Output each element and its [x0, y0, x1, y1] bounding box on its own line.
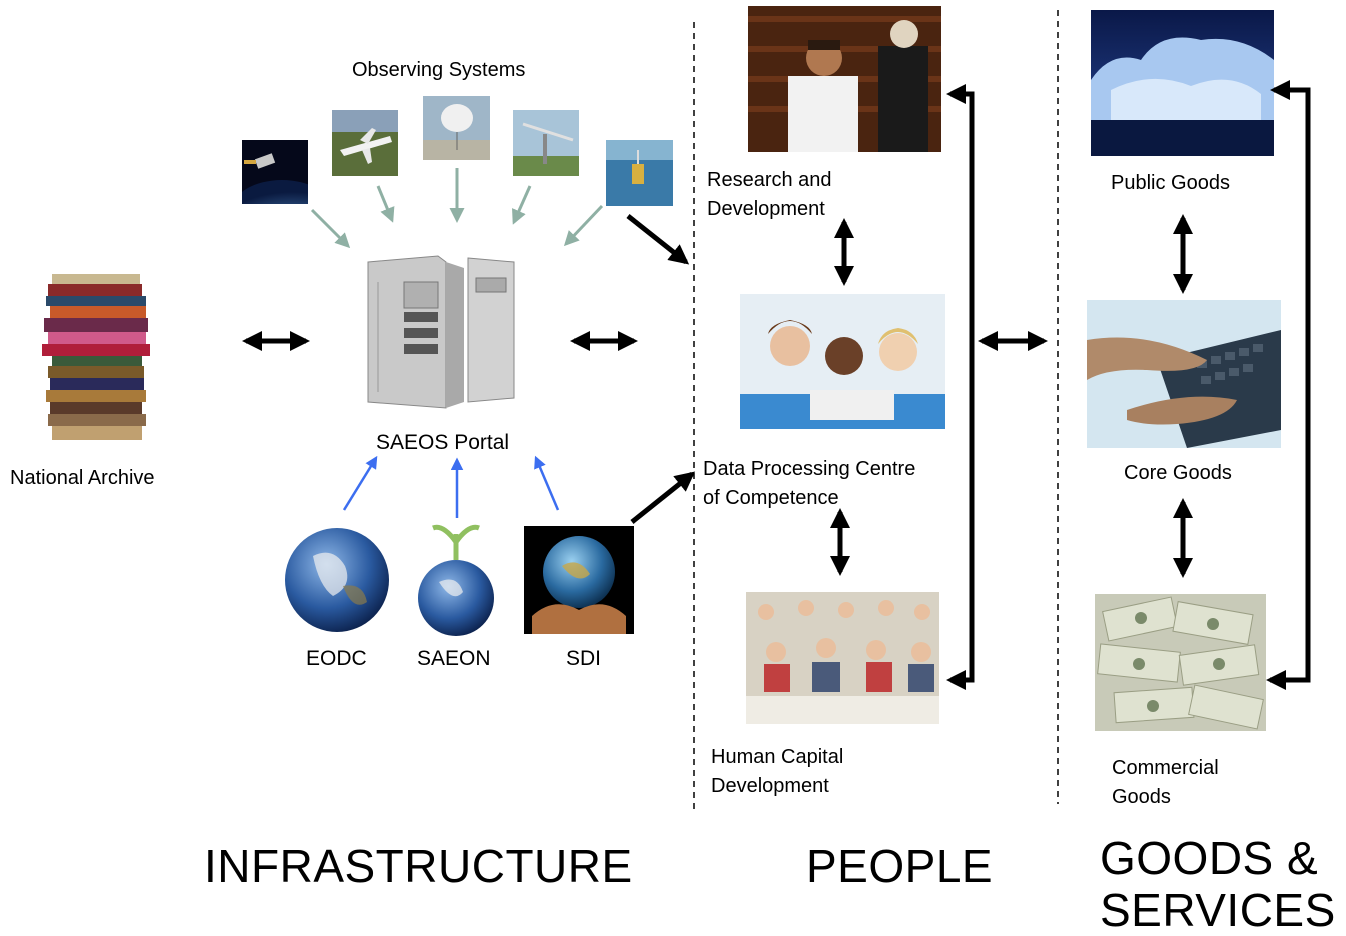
arrow-aircraft-portal: [376, 185, 395, 223]
commercial-goods-label: Commercial Goods: [1112, 757, 1219, 808]
data-processing-photo: [740, 294, 945, 429]
saeon-label: SAEON: [417, 647, 491, 670]
eodc-label: EODC: [306, 647, 367, 670]
section-goods-label: GOODS & SERVICES: [1100, 832, 1336, 936]
ocean-buoy-photo: [606, 140, 673, 206]
section-infrastructure-label: INFRASTRUCTURE: [204, 840, 633, 892]
balloon-photo: [423, 96, 490, 160]
research-label: Research and Development: [707, 169, 832, 220]
arrow-eodc-portal: [342, 455, 378, 511]
core-goods-label: Core Goods: [1124, 462, 1232, 484]
sdi-label: SDI: [566, 647, 602, 670]
server-picture: [364, 252, 518, 412]
sdi-globe-picture: [524, 526, 634, 634]
satellite-photo: [242, 140, 308, 204]
research-photo: [748, 6, 941, 152]
arrow-tower-portal: [512, 185, 532, 225]
national-archive-label: National Archive: [10, 467, 155, 489]
money-photo: [1095, 594, 1266, 731]
human-capital-photo: [746, 592, 939, 724]
arrow-buoy-portal: [563, 204, 604, 247]
iceberg-photo: [1091, 10, 1274, 156]
arrow-sdi-portal: [534, 455, 560, 511]
arrow-buoy-people: [626, 214, 690, 265]
public-goods-label: Public Goods: [1111, 172, 1230, 194]
arrow-people-bracket: [946, 84, 975, 690]
radar-tower-photo: [513, 110, 579, 176]
arrow-satellite-portal: [310, 208, 351, 249]
book-stack-picture: [38, 268, 158, 446]
aircraft-photo: [332, 110, 398, 176]
eodc-globe-picture: [283, 526, 391, 634]
observing-systems-label: Observing Systems: [352, 59, 526, 81]
arrow-goods-bracket: [1266, 80, 1311, 690]
data-processing-label: Data Processing Centre of Competence: [703, 458, 916, 509]
saeos-portal-label: SAEOS Portal: [376, 431, 510, 454]
saeon-globe-picture: [417, 520, 495, 640]
section-people-label: PEOPLE: [806, 840, 994, 892]
human-capital-label: Human Capital Development: [711, 746, 844, 797]
keyboard-photo: [1087, 300, 1281, 448]
arrow-sdi-people: [630, 471, 696, 524]
